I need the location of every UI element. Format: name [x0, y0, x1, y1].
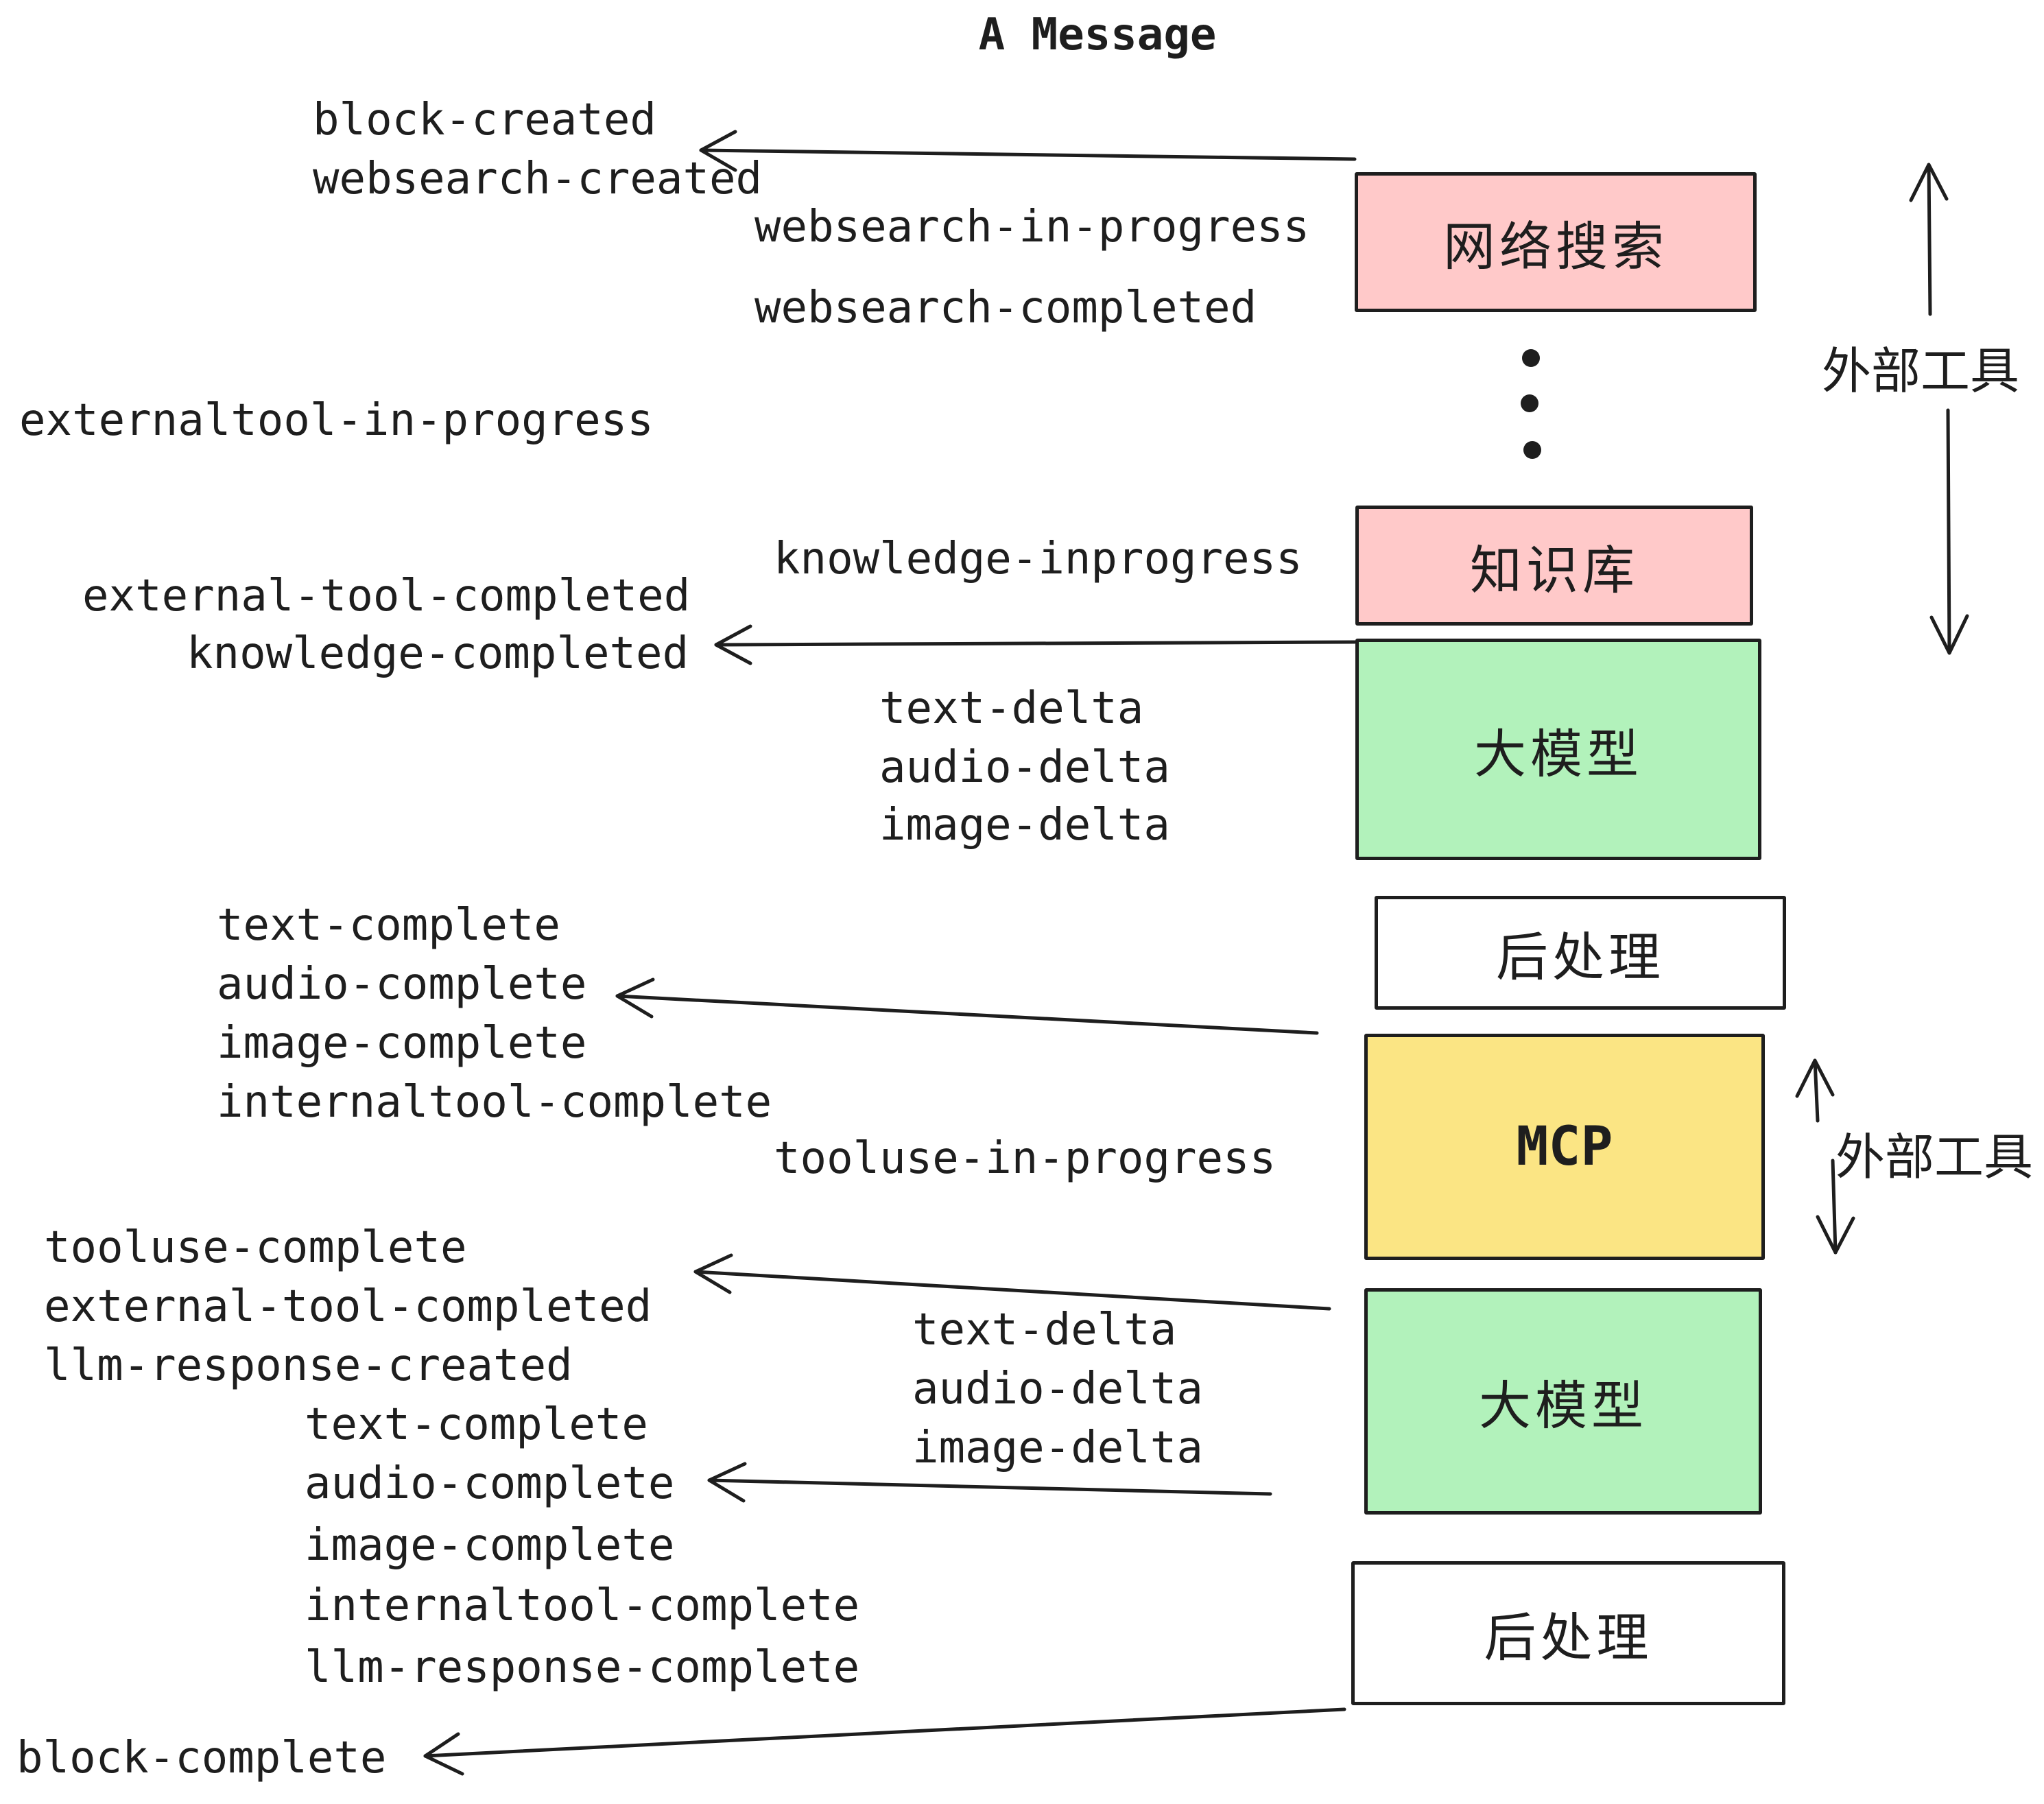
event-llm-response-complete: llm-response-complete [305, 1642, 860, 1693]
node-websearch: 网络搜索 [1355, 172, 1757, 312]
event-websearch-created: websearch-created [313, 154, 763, 204]
event-image-delta-2: image-delta [912, 1423, 1203, 1473]
node-llm-1: 大模型 [1355, 639, 1761, 860]
event-audio-delta-2: audio-delta [912, 1364, 1203, 1414]
event-text-complete: text-complete [217, 900, 560, 951]
node-knowledge-label: 知识库 [1470, 539, 1639, 601]
node-mcp-label: MCP [1516, 1116, 1613, 1178]
event-text-complete-2: text-complete [305, 1399, 648, 1450]
node-knowledge: 知识库 [1355, 506, 1753, 626]
node-websearch-label: 网络搜索 [1443, 216, 1668, 277]
arrow-to-audio-complete [707, 1462, 1272, 1503]
event-websearch-in-progress: websearch-in-progress [754, 202, 1310, 252]
event-audio-complete: audio-complete [217, 959, 587, 1010]
diagram-title: A Message [978, 10, 1217, 60]
event-text-delta: text-delta [879, 683, 1144, 734]
event-external-tool-completed: external-tool-completed [82, 571, 691, 621]
arrow-to-block-created [699, 130, 1357, 172]
node-llm-1-label: 大模型 [1474, 723, 1643, 785]
node-post-process-1-label: 后处理 [1496, 927, 1665, 988]
node-post-process-2: 后处理 [1351, 1561, 1785, 1705]
event-audio-complete-2: audio-complete [305, 1458, 675, 1509]
arrow-up-external-tools-2 [1795, 1058, 1835, 1123]
arrow-to-knowledge-completed [714, 624, 1357, 665]
arrow-to-block-complete [423, 1707, 1346, 1776]
event-external-tool-completed-2: external-tool-completed [44, 1281, 652, 1332]
event-audio-delta: audio-delta [879, 742, 1170, 793]
event-internaltool-complete-2: internaltool-complete [305, 1580, 860, 1631]
arrow-down-external-tools-1 [1929, 408, 1969, 655]
node-post-process-1: 后处理 [1375, 896, 1786, 1010]
event-image-delta: image-delta [879, 800, 1170, 851]
event-image-complete-2: image-complete [305, 1520, 675, 1571]
event-externaltool-in-progress: externaltool-in-progress [19, 395, 654, 446]
event-block-complete: block-complete [16, 1733, 387, 1783]
event-knowledge-inprogress: knowledge-inprogress [774, 534, 1303, 584]
arrow-up-external-tools-1 [1909, 163, 1949, 316]
event-llm-response-created: llm-response-created [44, 1340, 573, 1391]
event-websearch-completed: websearch-completed [754, 283, 1257, 333]
node-mcp: MCP [1364, 1034, 1765, 1260]
arrow-to-image-complete [615, 977, 1319, 1035]
event-tooluse-complete: tooluse-complete [44, 1222, 467, 1273]
event-knowledge-completed: knowledge-completed [187, 628, 689, 679]
event-internaltool-complete: internaltool-complete [217, 1077, 772, 1128]
node-llm-2: 大模型 [1364, 1288, 1762, 1515]
side-label-external-tools-1: 外部工具 [1822, 342, 2020, 400]
event-block-created: block-created [313, 95, 656, 145]
arrow-to-external-tool-completed [693, 1253, 1331, 1311]
event-image-complete: image-complete [217, 1018, 587, 1069]
side-label-external-tools-2: 外部工具 [1835, 1128, 2034, 1186]
node-post-process-2-label: 后处理 [1484, 1607, 1653, 1668]
node-llm-2-label: 大模型 [1479, 1375, 1648, 1436]
event-tooluse-in-progress: tooluse-in-progress [774, 1133, 1276, 1184]
arrow-down-external-tools-2 [1816, 1159, 1855, 1255]
event-text-delta-2: text-delta [912, 1305, 1177, 1355]
vertical-ellipsis-icon [1521, 349, 1541, 459]
